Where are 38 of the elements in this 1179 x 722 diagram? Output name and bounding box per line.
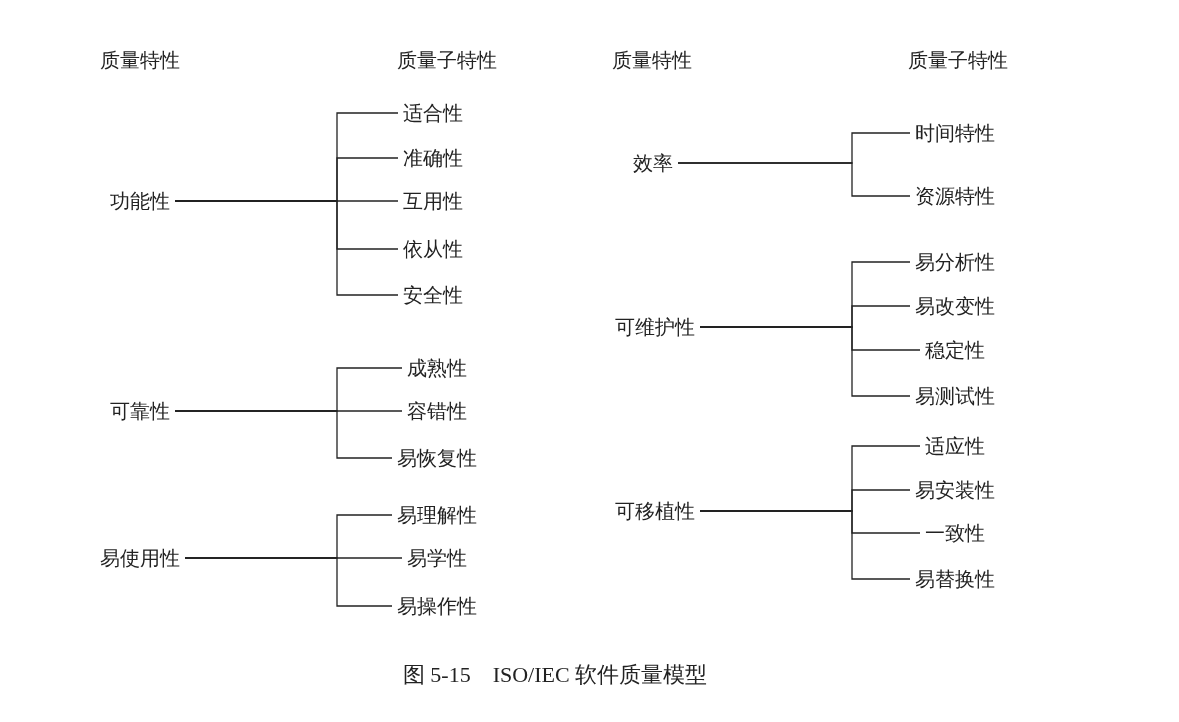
text-label: 资源特性 (912, 184, 998, 208)
text-label: 功能性 (107, 189, 173, 213)
connector-line (699, 510, 911, 580)
text-label: 容错性 (404, 399, 470, 423)
column-header: 质量特性 (611, 48, 693, 72)
text-label: 易测试性 (912, 384, 998, 408)
connector-line (184, 557, 393, 607)
figure-caption: 图 5-15 ISO/IEC 软件质量模型 (402, 661, 708, 689)
text-label: 可移植性 (612, 499, 698, 523)
text-label: 易学性 (404, 546, 470, 570)
text-label: 效率 (630, 151, 676, 175)
text-label: 一致性 (922, 521, 988, 545)
text-label: 互用性 (400, 189, 466, 213)
text-label: 易分析性 (912, 250, 998, 274)
text-label: 易改变性 (912, 294, 998, 318)
text-label: 稳定性 (922, 338, 988, 362)
text-label: 易使用性 (97, 546, 183, 570)
text-label: 依从性 (400, 237, 466, 261)
text-label: 准确性 (400, 146, 466, 170)
text-label: 易恢复性 (394, 446, 480, 470)
column-header: 质量子特性 (396, 48, 498, 72)
text-label: 易安装性 (912, 478, 998, 502)
connector-line (699, 326, 911, 397)
connector-line (677, 162, 911, 197)
text-label: 易理解性 (394, 503, 480, 527)
text-label: 可维护性 (612, 315, 698, 339)
text-label: 易操作性 (394, 594, 480, 618)
connector-line (174, 200, 399, 296)
column-header: 质量特性 (99, 48, 181, 72)
text-label: 可靠性 (107, 399, 173, 423)
text-label: 成熟性 (404, 356, 470, 380)
text-label: 时间特性 (912, 121, 998, 145)
text-label: 安全性 (400, 283, 466, 307)
text-label: 适应性 (922, 434, 988, 458)
column-header: 质量子特性 (907, 48, 1009, 72)
connector-line (174, 410, 393, 459)
text-label: 适合性 (400, 101, 466, 125)
text-label: 易替换性 (912, 567, 998, 591)
